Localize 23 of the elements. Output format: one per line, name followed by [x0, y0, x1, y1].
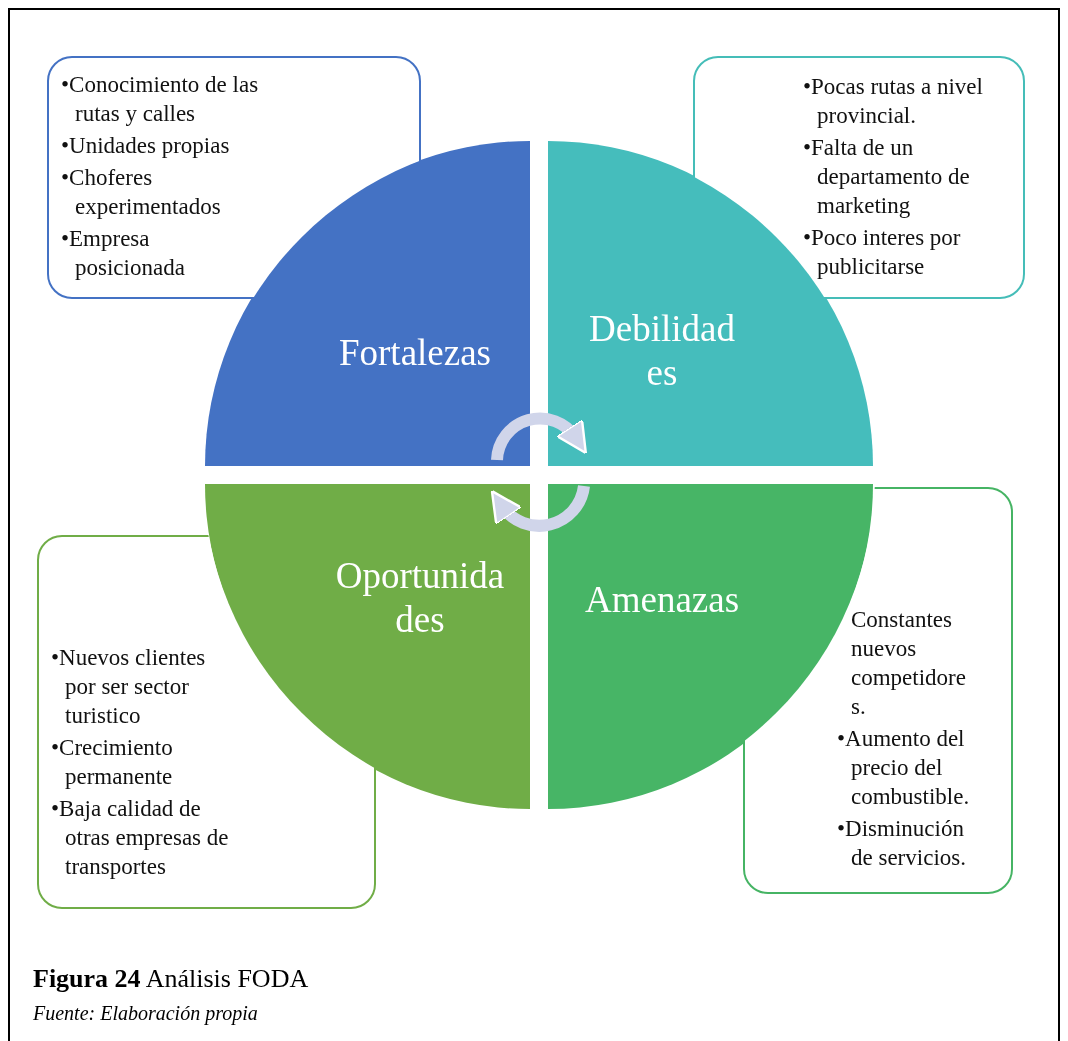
bullet-list-box — [693, 56, 1025, 299]
quadrant-title: Oportunida des — [334, 554, 506, 642]
bullet-item: •Falta de un departamento de marketing — [803, 134, 971, 220]
bullet-item: •Choferes experimentados — [61, 164, 222, 221]
bullet-item: Constantes nuevos competidore s. — [850, 606, 967, 721]
quadrant-title: Fortalezas — [337, 331, 492, 375]
quadrant-title: Amenazas — [583, 578, 741, 622]
cycle-arrow — [491, 412, 588, 461]
figure-caption: Fuente: Elaboración propia — [33, 1002, 258, 1025]
bullet-item: •Unidades propias — [61, 132, 231, 160]
bullet-item: •Aumento del precio del combustible. — [837, 725, 971, 811]
bullet-item: •Poco interes por publicitarse — [803, 224, 962, 281]
bullet-item: •Crecimiento permanente — [51, 734, 174, 791]
quadrant-title: Debilidad es — [588, 307, 736, 395]
figure-title: Figura 24 Análisis FODA — [33, 964, 309, 994]
bullet-list-box — [47, 56, 421, 299]
bullet-item: •Disminución de servicios. — [837, 815, 967, 872]
bullet-item: •Conocimiento de las rutas y calles — [61, 71, 260, 128]
bullet-list-box — [743, 487, 1013, 894]
bullet-item: •Nuevos clientes por ser sector turistico — [51, 644, 207, 730]
bullet-item: •Empresa posicionada — [61, 225, 186, 282]
bullet-item: •Pocas rutas a nivel provincial. — [803, 73, 984, 130]
bullet-item: •Baja calidad de otras empresas de transportes — [51, 795, 230, 881]
